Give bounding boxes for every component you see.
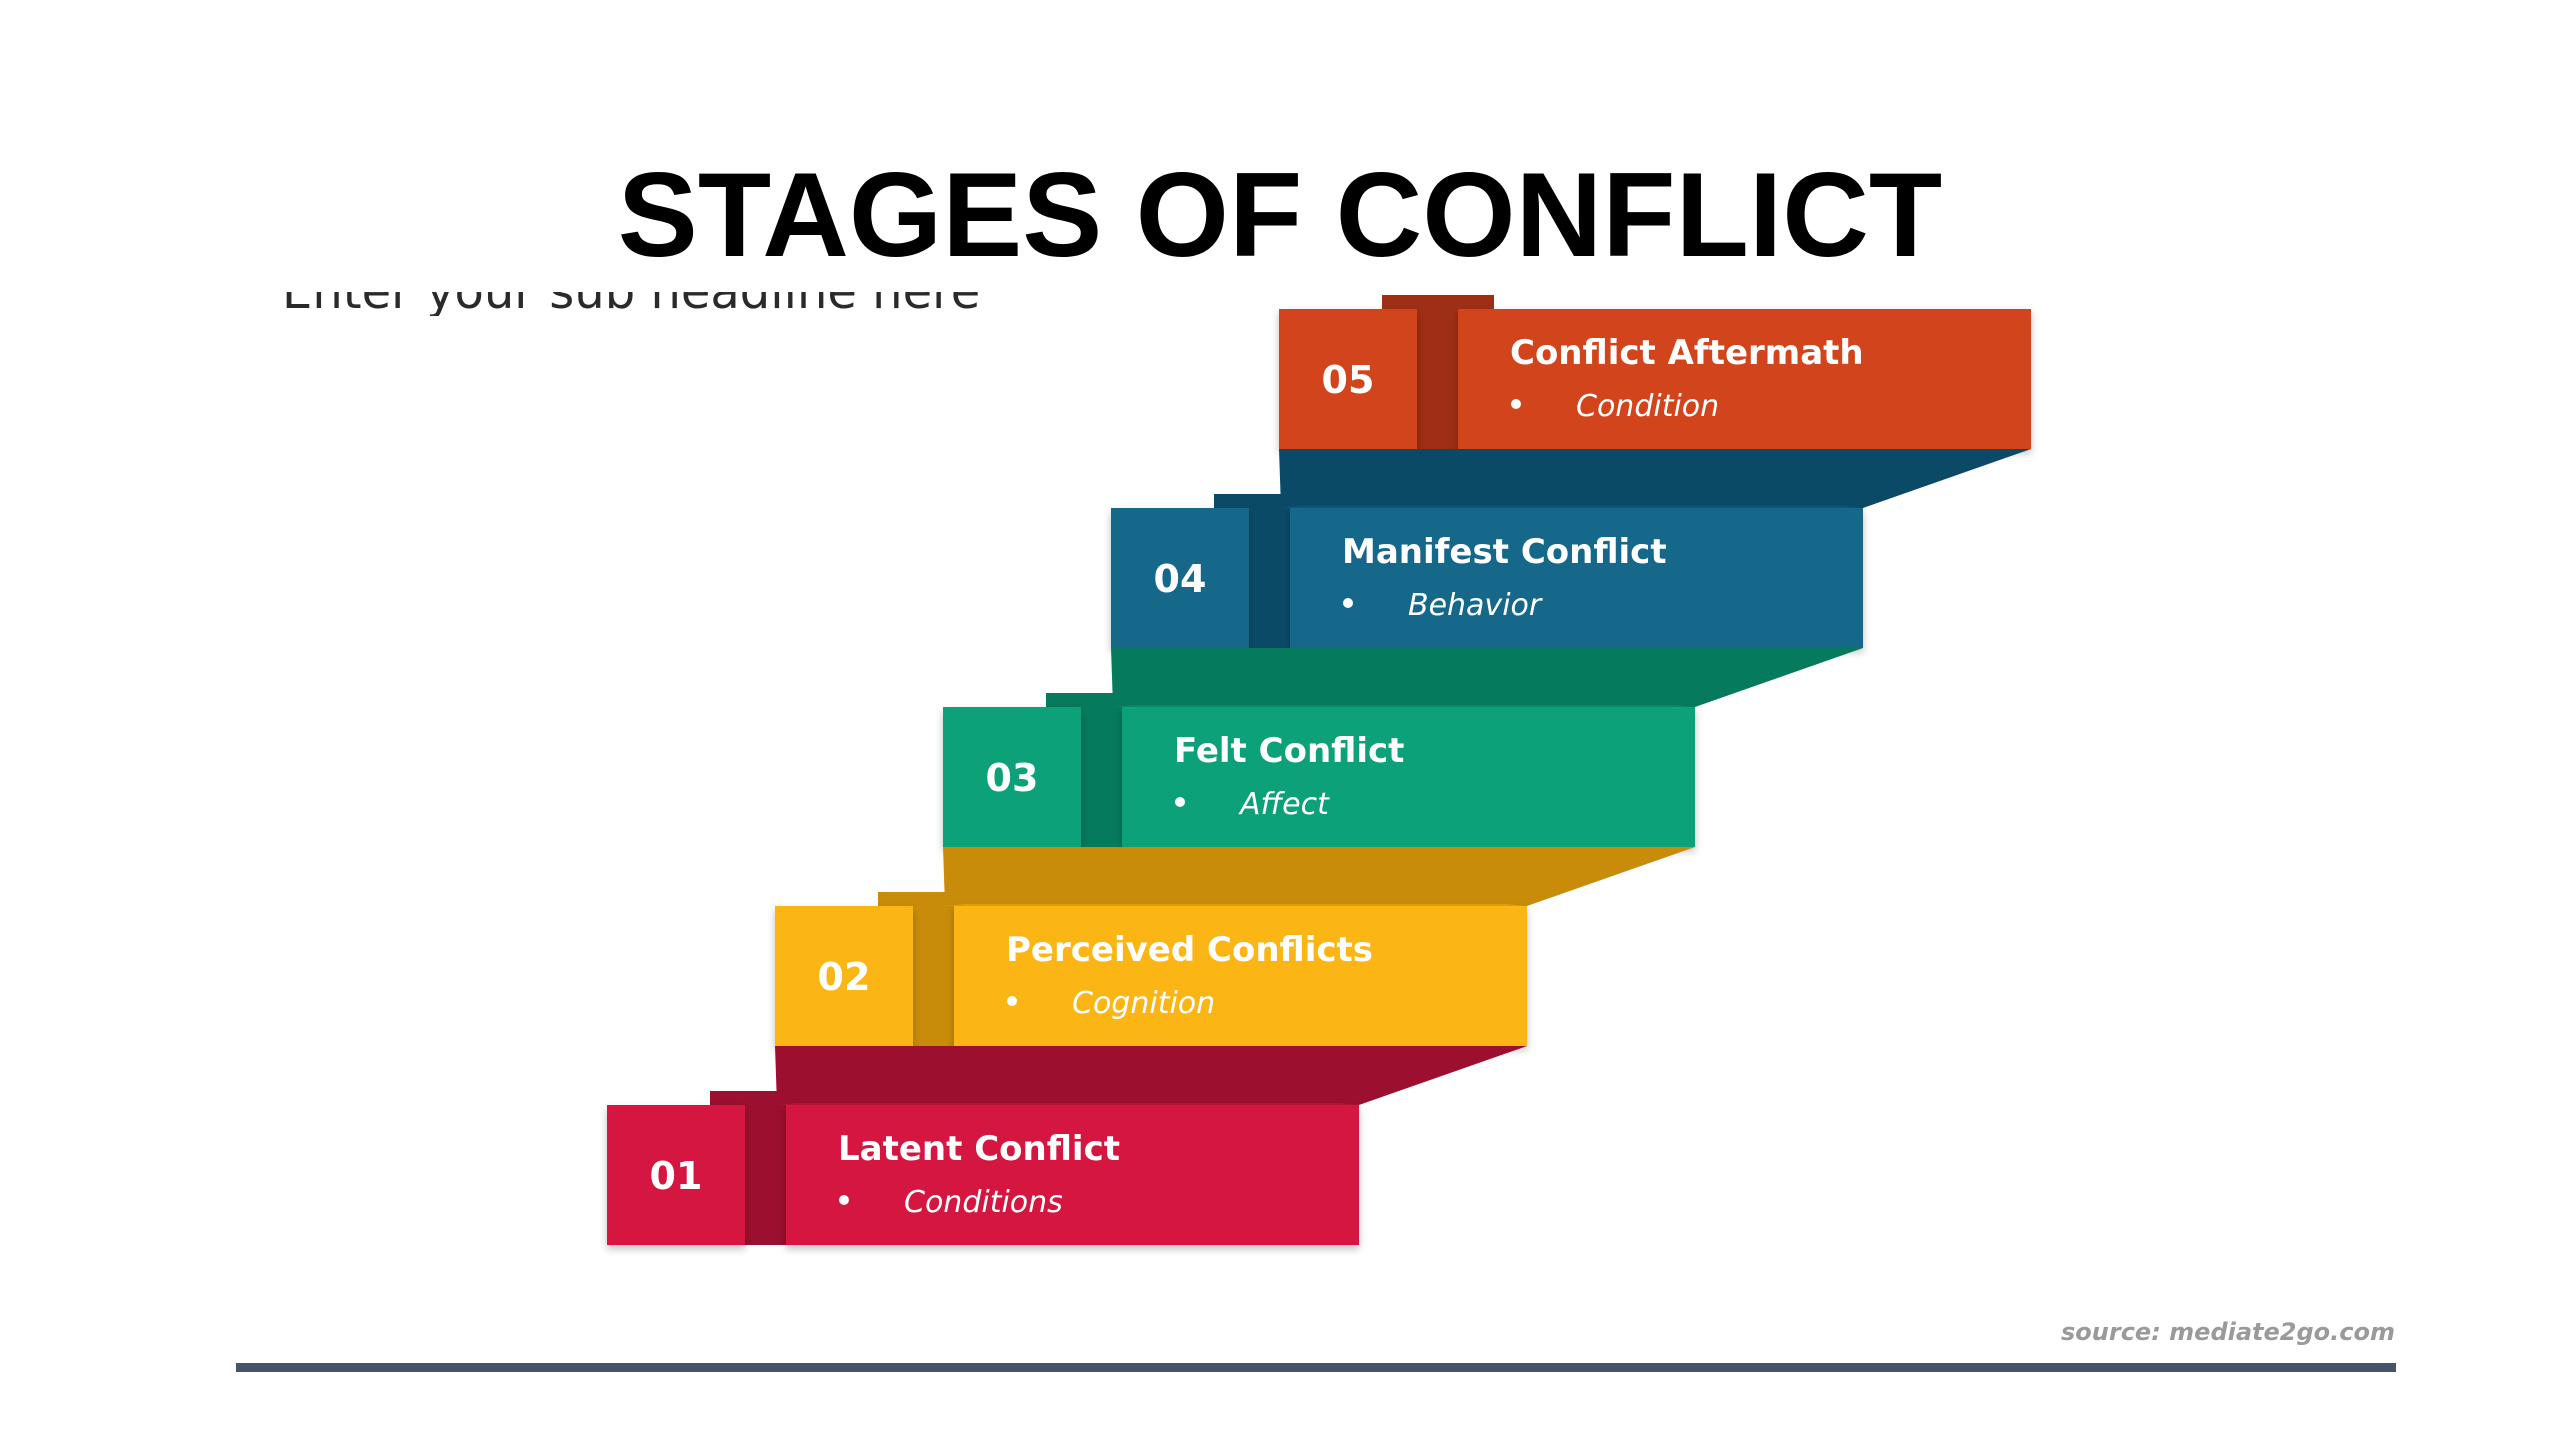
stage-fold xyxy=(1279,449,2031,508)
stage-number: 03 xyxy=(986,756,1039,800)
stage-fold-edge xyxy=(945,904,1527,906)
stage-detail: Conditions xyxy=(904,1185,1063,1220)
slide-subheading: Enter your sub headline here xyxy=(282,292,1022,316)
stage-detail: Affect xyxy=(1238,787,1330,822)
stage-text-box xyxy=(786,1105,1359,1245)
stage-detail: Cognition xyxy=(1072,986,1215,1021)
stage-number-box xyxy=(1279,309,1417,449)
stage-number: 04 xyxy=(1154,557,1207,601)
stage-divider xyxy=(1077,707,1126,847)
stage-title: Felt Conflict xyxy=(1174,731,1404,771)
bullet-icon xyxy=(1007,996,1017,1006)
stage-number: 02 xyxy=(818,955,871,999)
source-note: source: mediate2go.com xyxy=(2061,1318,2395,1346)
stage-number-box xyxy=(775,906,913,1046)
stage-text-box xyxy=(1458,309,2031,449)
stage-tab xyxy=(1382,295,1494,309)
stage-divider xyxy=(1245,508,1294,648)
stage-fold xyxy=(943,847,1695,906)
stage-detail: Condition xyxy=(1576,389,1719,424)
subheading-text: Enter your sub headline here xyxy=(282,292,980,316)
stage-title: Perceived Conflicts xyxy=(1006,930,1373,970)
stage-text-box xyxy=(954,906,1527,1046)
bullet-icon xyxy=(1175,797,1185,807)
stage-fold-edge xyxy=(1281,506,1863,508)
stage-text-box xyxy=(1122,707,1695,847)
stage-detail: Behavior xyxy=(1408,588,1543,623)
stage-divider xyxy=(741,1105,790,1245)
stage-fold-edge xyxy=(777,1103,1359,1105)
stage-title: Latent Conflict xyxy=(838,1129,1120,1169)
bullet-icon xyxy=(839,1195,849,1205)
stage-divider xyxy=(909,906,958,1046)
stage-number: 05 xyxy=(1322,358,1375,402)
stage-number: 01 xyxy=(650,1154,703,1198)
stage-number-box xyxy=(607,1105,745,1245)
stage-fold xyxy=(1111,648,1863,707)
stage-title: Manifest Conflict xyxy=(1342,532,1667,572)
stage-title: Conflict Aftermath xyxy=(1510,333,1864,373)
stage-fold xyxy=(775,1046,1527,1105)
bottom-rule xyxy=(236,1363,2396,1372)
bullet-icon xyxy=(1343,598,1353,608)
stage-fold-edge xyxy=(1113,705,1695,707)
stage-text-box xyxy=(1290,508,1863,648)
stage-divider xyxy=(1413,309,1462,449)
stage-number-box xyxy=(943,707,1081,847)
bullet-icon xyxy=(1511,399,1521,409)
stage-number-box xyxy=(1111,508,1249,648)
slide-title: STAGES OF CONFLICT xyxy=(617,148,1943,282)
